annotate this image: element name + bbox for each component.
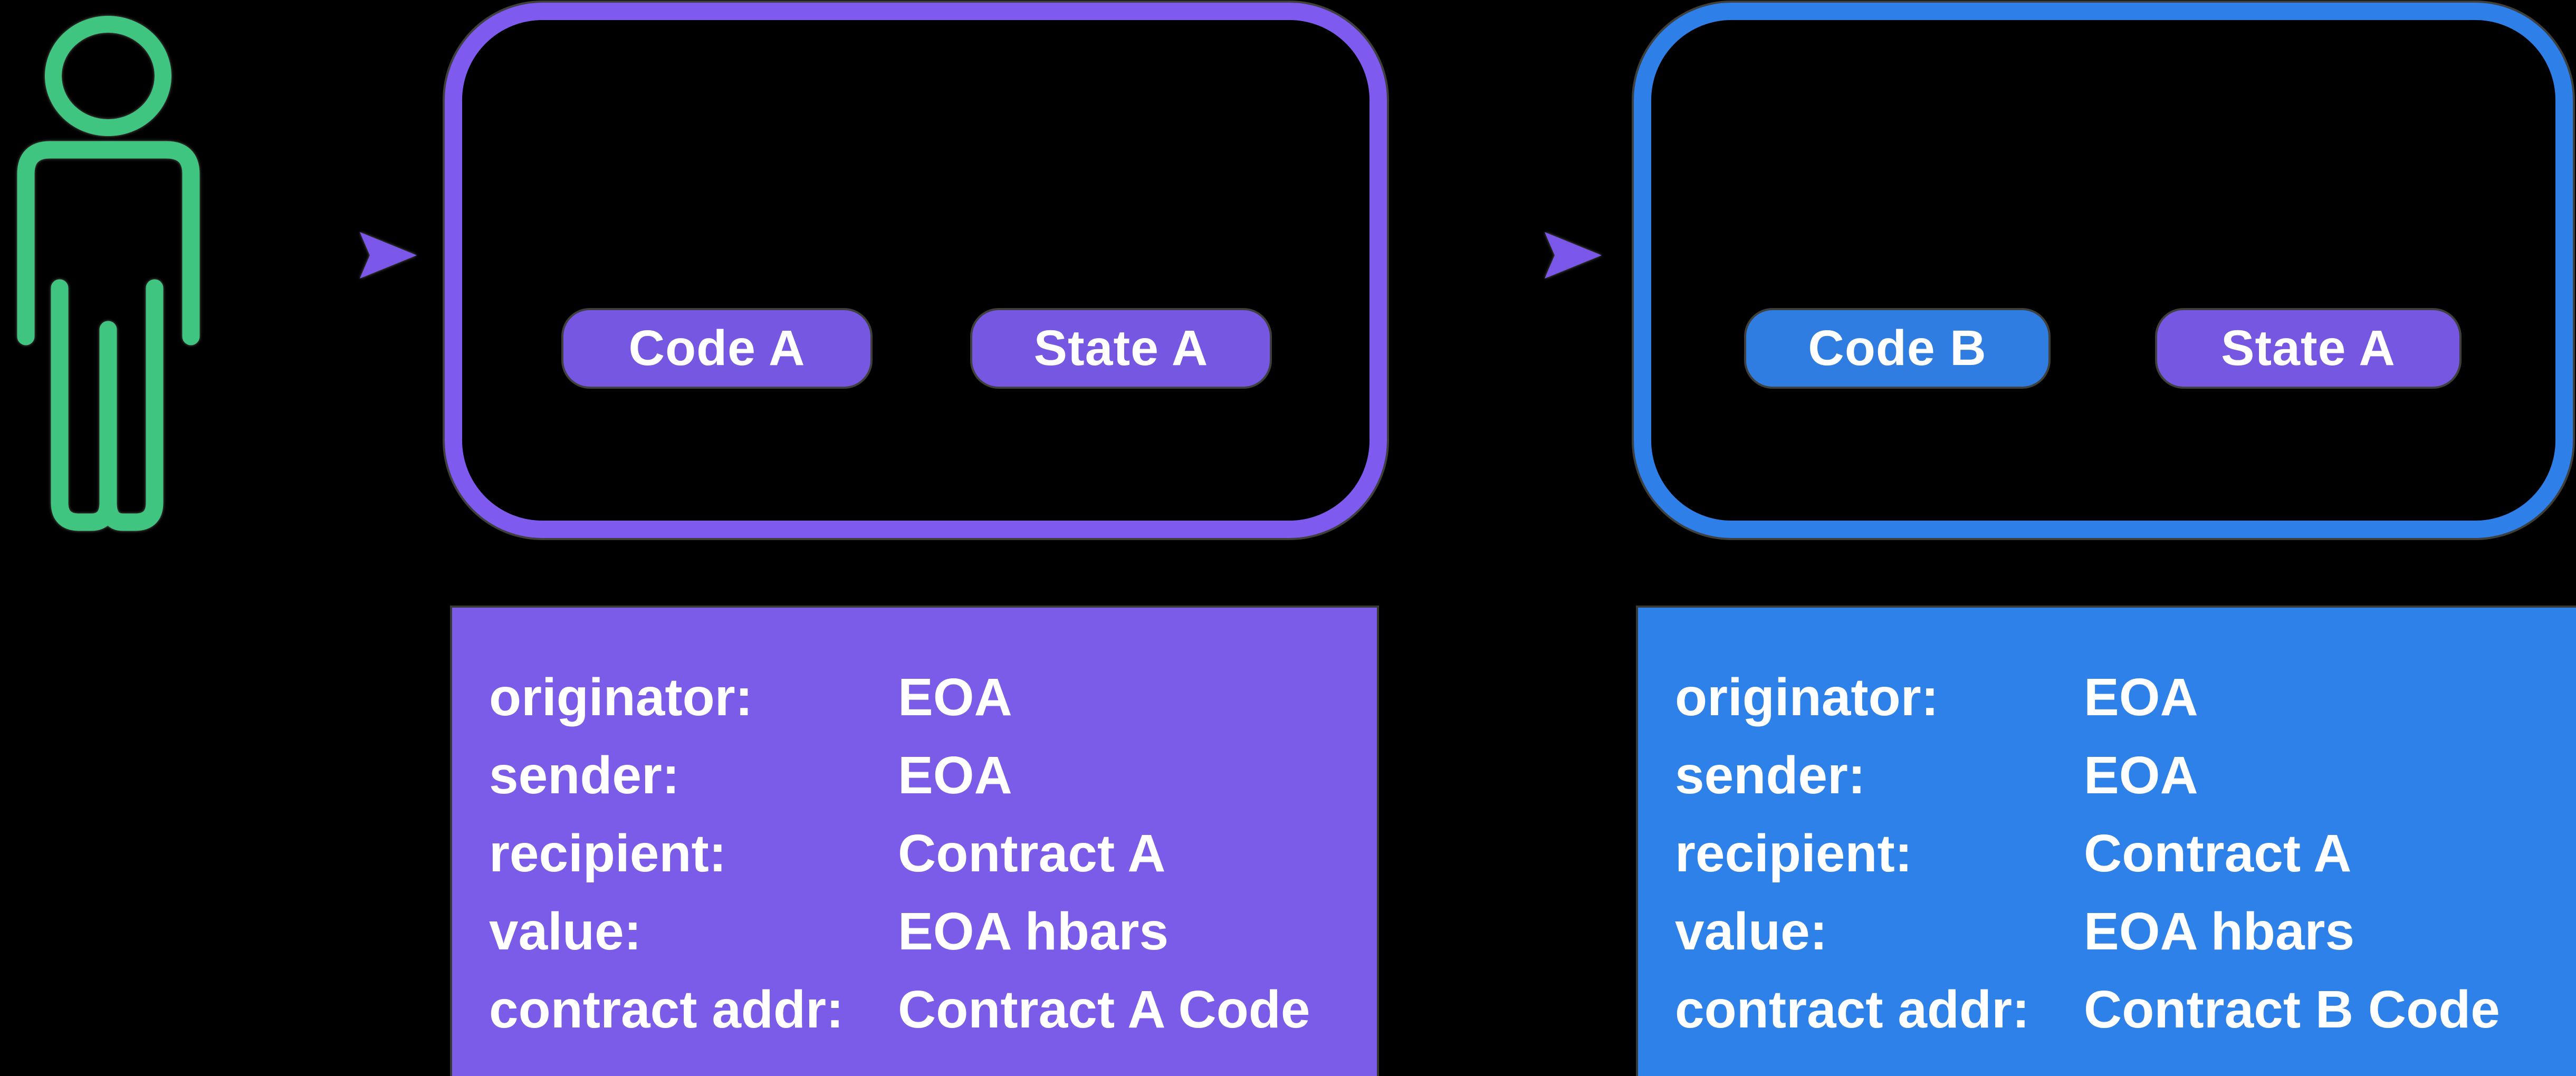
field-label: recipient: [1675, 823, 1913, 883]
transaction-b-panel: originator: EOA sender: EOA recipient: C… [1638, 608, 2576, 1076]
code-b-pill: Code B [1746, 310, 2048, 387]
table-row: recipient: Contract A [489, 814, 1366, 892]
code-b-pill-label: Code B [1808, 320, 1987, 376]
table-row: originator: EOA [1675, 658, 2565, 736]
field-value: EOA hbars [898, 901, 1169, 961]
field-label: contract addr: [1675, 979, 2030, 1039]
person-body [17, 141, 200, 345]
table-row: sender: EOA [489, 736, 1366, 814]
code-a-pill-label: Code A [628, 320, 806, 376]
contract-a-box [445, 3, 1387, 538]
state-a-pill: State A [972, 310, 1270, 387]
field-label: sender: [1675, 745, 1866, 805]
table-row: recipient: Contract A [1675, 814, 2565, 892]
table-row: contract addr: Contract A Code [489, 971, 1366, 1049]
field-label: originator: [1675, 667, 1939, 727]
field-value: EOA [898, 745, 1012, 805]
field-value: EOA [2084, 745, 2198, 805]
state-a-pill-label: State A [1033, 320, 1209, 376]
arrow-right-icon [1417, 232, 1602, 278]
field-value: Contract B Code [2084, 979, 2500, 1039]
table-row: sender: EOA [1675, 736, 2565, 814]
table-row: value: EOA hbars [1675, 892, 2565, 971]
field-label: originator: [489, 667, 753, 727]
table-row: contract addr: Contract B Code [1675, 971, 2565, 1049]
person-icon [17, 16, 200, 531]
field-label: contract addr: [489, 979, 844, 1039]
field-value: EOA [2084, 667, 2198, 727]
field-value: Contract A Code [898, 979, 1310, 1039]
state-a-pill: State A [2157, 310, 2459, 387]
arrow-right-icon [232, 232, 417, 278]
field-label: value: [1675, 901, 1828, 961]
field-label: sender: [489, 745, 680, 805]
table-row: value: EOA hbars [489, 892, 1366, 971]
field-value: EOA hbars [2084, 901, 2355, 961]
code-a-pill: Code A [563, 310, 870, 387]
transaction-a-panel: originator: EOA sender: EOA recipient: C… [452, 608, 1377, 1076]
contract-b-box [1634, 3, 2573, 538]
field-value: Contract A [898, 823, 1166, 883]
field-label: value: [489, 901, 642, 961]
field-value: Contract A [2084, 823, 2352, 883]
state-a-pill-label: State A [2221, 320, 2396, 376]
field-value: EOA [898, 667, 1012, 727]
person-leg-right [99, 279, 164, 531]
person-head [45, 16, 171, 136]
field-label: recipient: [489, 823, 727, 883]
table-row: originator: EOA [489, 658, 1366, 736]
